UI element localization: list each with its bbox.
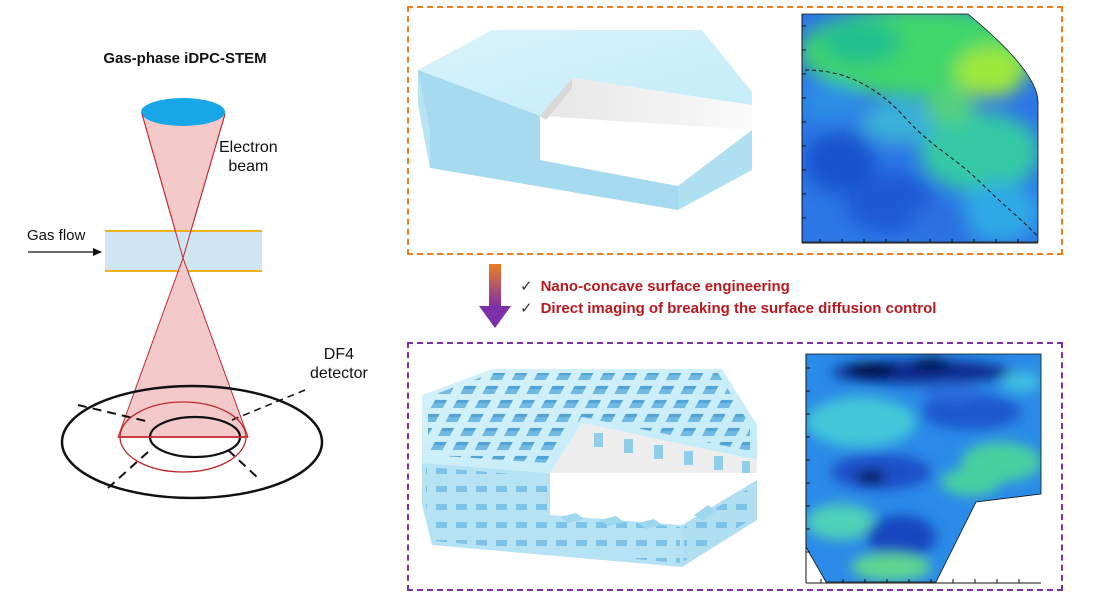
gas-flow-label: Gas flow: [27, 227, 86, 244]
detector-divider-ll: [107, 451, 149, 489]
concave-wall-notches: [594, 433, 750, 473]
surface-diffusion-map-concave: [805, 353, 1042, 584]
electron-beam-label: Electron beam: [219, 138, 278, 176]
process-arrow: [479, 264, 511, 328]
process-step-2-text: Direct imaging of breaking the surface d…: [540, 300, 937, 317]
detector-divider-lr: [227, 449, 259, 479]
nano-concave-panel: [407, 342, 1063, 591]
schematic-title: Gas-phase iDPC-STEM: [103, 50, 267, 67]
flat-surface-panel: [407, 6, 1063, 255]
detector-divider-ur: [231, 389, 306, 421]
process-step-1: ✓ Nano-concave surface engineering: [520, 277, 790, 295]
diffusion-boundary-line: [804, 69, 1039, 238]
gas-flow-arrow-head: [93, 248, 102, 256]
electron-beam-label-line2: beam: [228, 158, 269, 175]
detector-label-line2: detector: [310, 365, 368, 382]
nano-concave-slab: [422, 369, 757, 567]
process-step-1-text: Nano-concave surface engineering: [540, 278, 790, 295]
concave-right-holes: [684, 485, 755, 561]
flat-map-border: [801, 13, 1039, 243]
slab-left-edge: [418, 70, 430, 168]
process-step-2: ✓ Direct imaging of breaking the surface …: [520, 299, 936, 317]
df4-detector-outer-ring: [60, 384, 324, 500]
concave-front-holes: [426, 467, 680, 563]
concave-map-ticks: [806, 367, 1020, 583]
concave-front-notches: [560, 505, 716, 529]
cutout-back-wall: [540, 78, 752, 130]
electron-beam-lower-cone: [117, 256, 249, 438]
flat-map-ticks: [802, 25, 1019, 243]
concave-map-border: [805, 353, 1042, 583]
flat-surface-slab: [418, 30, 752, 210]
crossover-upper-left: [141, 113, 184, 259]
checkmark-icon: ✓: [520, 300, 533, 317]
slab-front-face-main: [418, 70, 678, 210]
idpc-stem-schematic: [28, 98, 324, 500]
process-arrow-head: [479, 306, 511, 328]
crossover-upper-right: [182, 113, 226, 259]
detector-label-line1: DF4: [323, 346, 355, 363]
surface-diffusion-map-flat: [801, 13, 1039, 244]
cutout-left-wall: [540, 78, 572, 120]
process-arrow-shaft: [489, 264, 501, 308]
slab-top-face: [418, 30, 752, 116]
concave-top-holes: [428, 373, 750, 463]
electron-beam-label-line1: Electron: [219, 139, 278, 156]
electron-source: [141, 98, 225, 126]
cutout-floor: [540, 116, 752, 186]
detector-divider-ul: [77, 404, 151, 423]
detector-label: DF4 detector: [310, 345, 368, 383]
checkmark-icon: ✓: [520, 278, 533, 295]
slab-right-face: [678, 130, 752, 210]
